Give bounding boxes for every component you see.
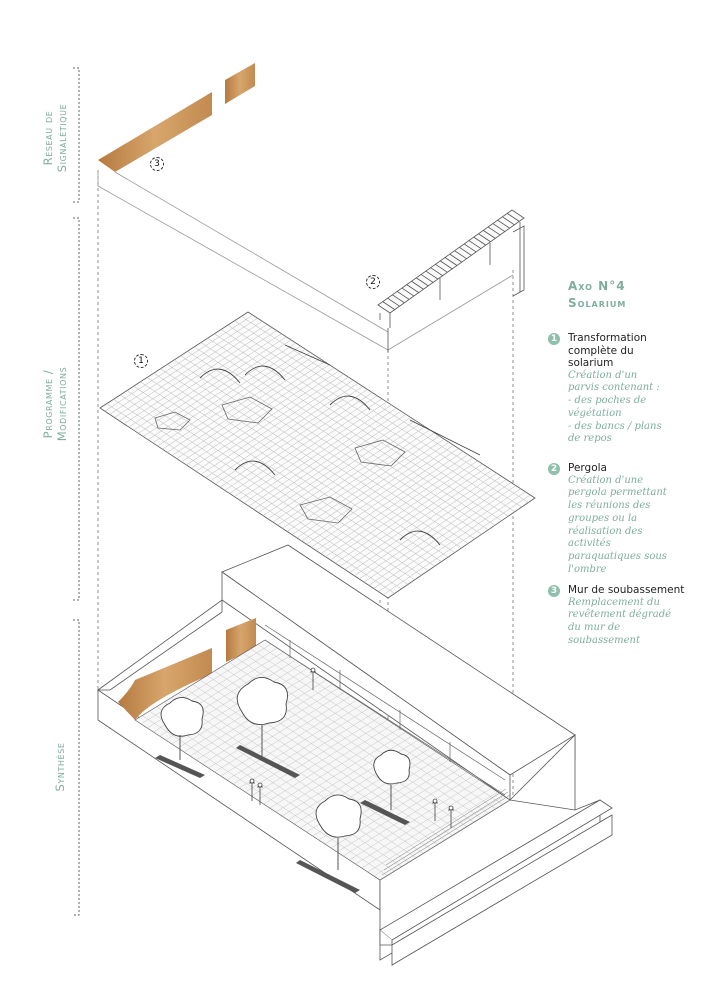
signage-panels [98,63,255,172]
tree-shadows [155,745,410,893]
solarium-deck [99,311,536,599]
legend-item-2: 2 Pergola Création d'une pergola permett… [548,462,698,577]
courtyard-floor [134,624,511,881]
courtyard-steps [379,788,511,881]
side-label-reseau: Réseau de Signalétique [41,103,69,173]
legend-item-title: Pergola [568,462,607,474]
legend-item-3: 3 Mur de soubassement Remplacement du re… [548,584,698,648]
callout-2: 2 [366,275,380,289]
building-base [96,544,613,966]
legend-title: Axo N°4 Solarium [568,279,627,310]
number-badge: 1 [548,333,560,345]
glazed-facade [264,624,506,796]
side-brackets [73,67,80,916]
legend-item-title: Transformation complète du solarium [568,332,647,369]
callout-1: 1 [134,354,148,368]
pergola [377,209,525,352]
tree-4 [315,794,362,870]
legend-item-1: 1 Transformation complète du solarium Cr… [548,332,698,446]
planting-pockets [154,396,406,524]
people [249,667,454,828]
callout-3: 3 [150,157,164,171]
legend-item-title: Mur de soubassement [568,584,685,596]
legend-item-description: Remplacement du revêtement dégradé du mu… [568,596,672,646]
number-badge: 3 [548,585,560,597]
side-label-programme: Programme / Modifications [41,366,69,442]
legend-item-description: Création d'un parvis contenant : - des p… [568,369,662,445]
tree-1 [160,697,204,760]
number-badge: 2 [548,463,560,475]
tree-3 [373,749,411,810]
side-label-synthese: Synthèse [53,742,67,792]
wall-outline-top [97,171,514,351]
legend-item-description: Création d'une pergola permettant les ré… [568,474,667,576]
trees [160,677,411,870]
benches [199,344,481,546]
tree-2 [236,677,288,760]
